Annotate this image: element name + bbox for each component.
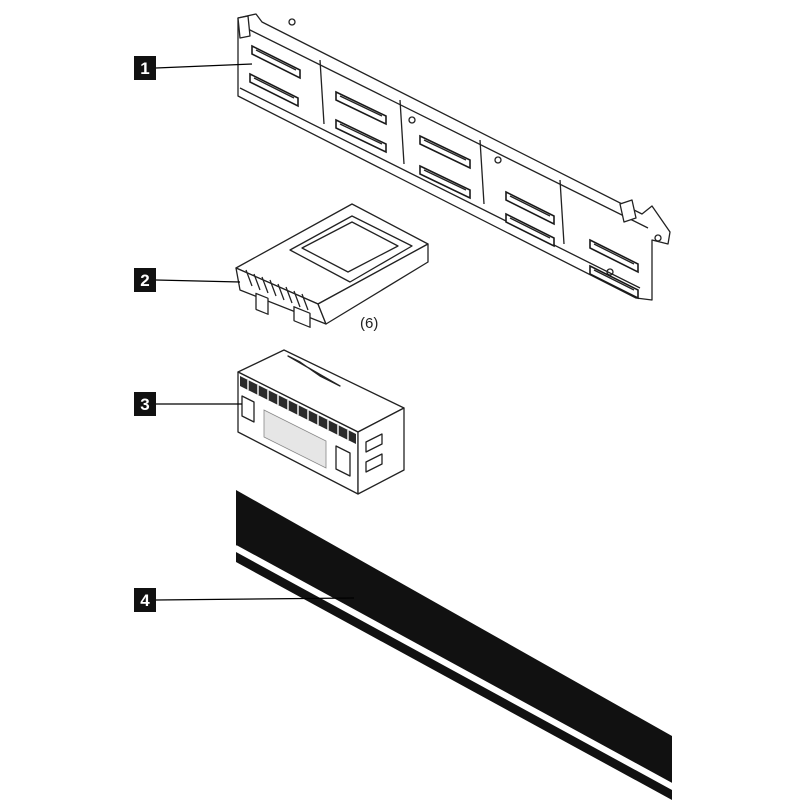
drive-bay-filler-icon [237,349,405,495]
leader-line-1 [155,63,253,69]
callout-label-2: 2 [140,271,149,290]
signal-cable-icon [235,490,673,800]
callout-label-1: 1 [140,59,149,78]
backplane-connector [335,90,387,154]
backplane-connector [505,190,555,248]
callout-badge-1: 1 [134,56,156,80]
callout-label-4: 4 [140,591,150,610]
backplane-connector [419,134,471,200]
filler-grill [245,269,309,311]
backplane-connector [589,238,639,300]
leader-line-4 [155,597,355,601]
bay-filler-grill [247,380,349,440]
drive-filler-icon [235,203,429,328]
backplane-connector [249,44,301,108]
leader-line-2 [155,279,241,283]
callout-badge-2: 2 [134,268,156,292]
callout-label-3: 3 [140,395,149,414]
backplane-icon [237,13,671,301]
callout-badge-3: 3 [134,392,156,416]
callout-badge-4: 4 [134,588,156,612]
quantity-note: (6) [360,315,378,332]
